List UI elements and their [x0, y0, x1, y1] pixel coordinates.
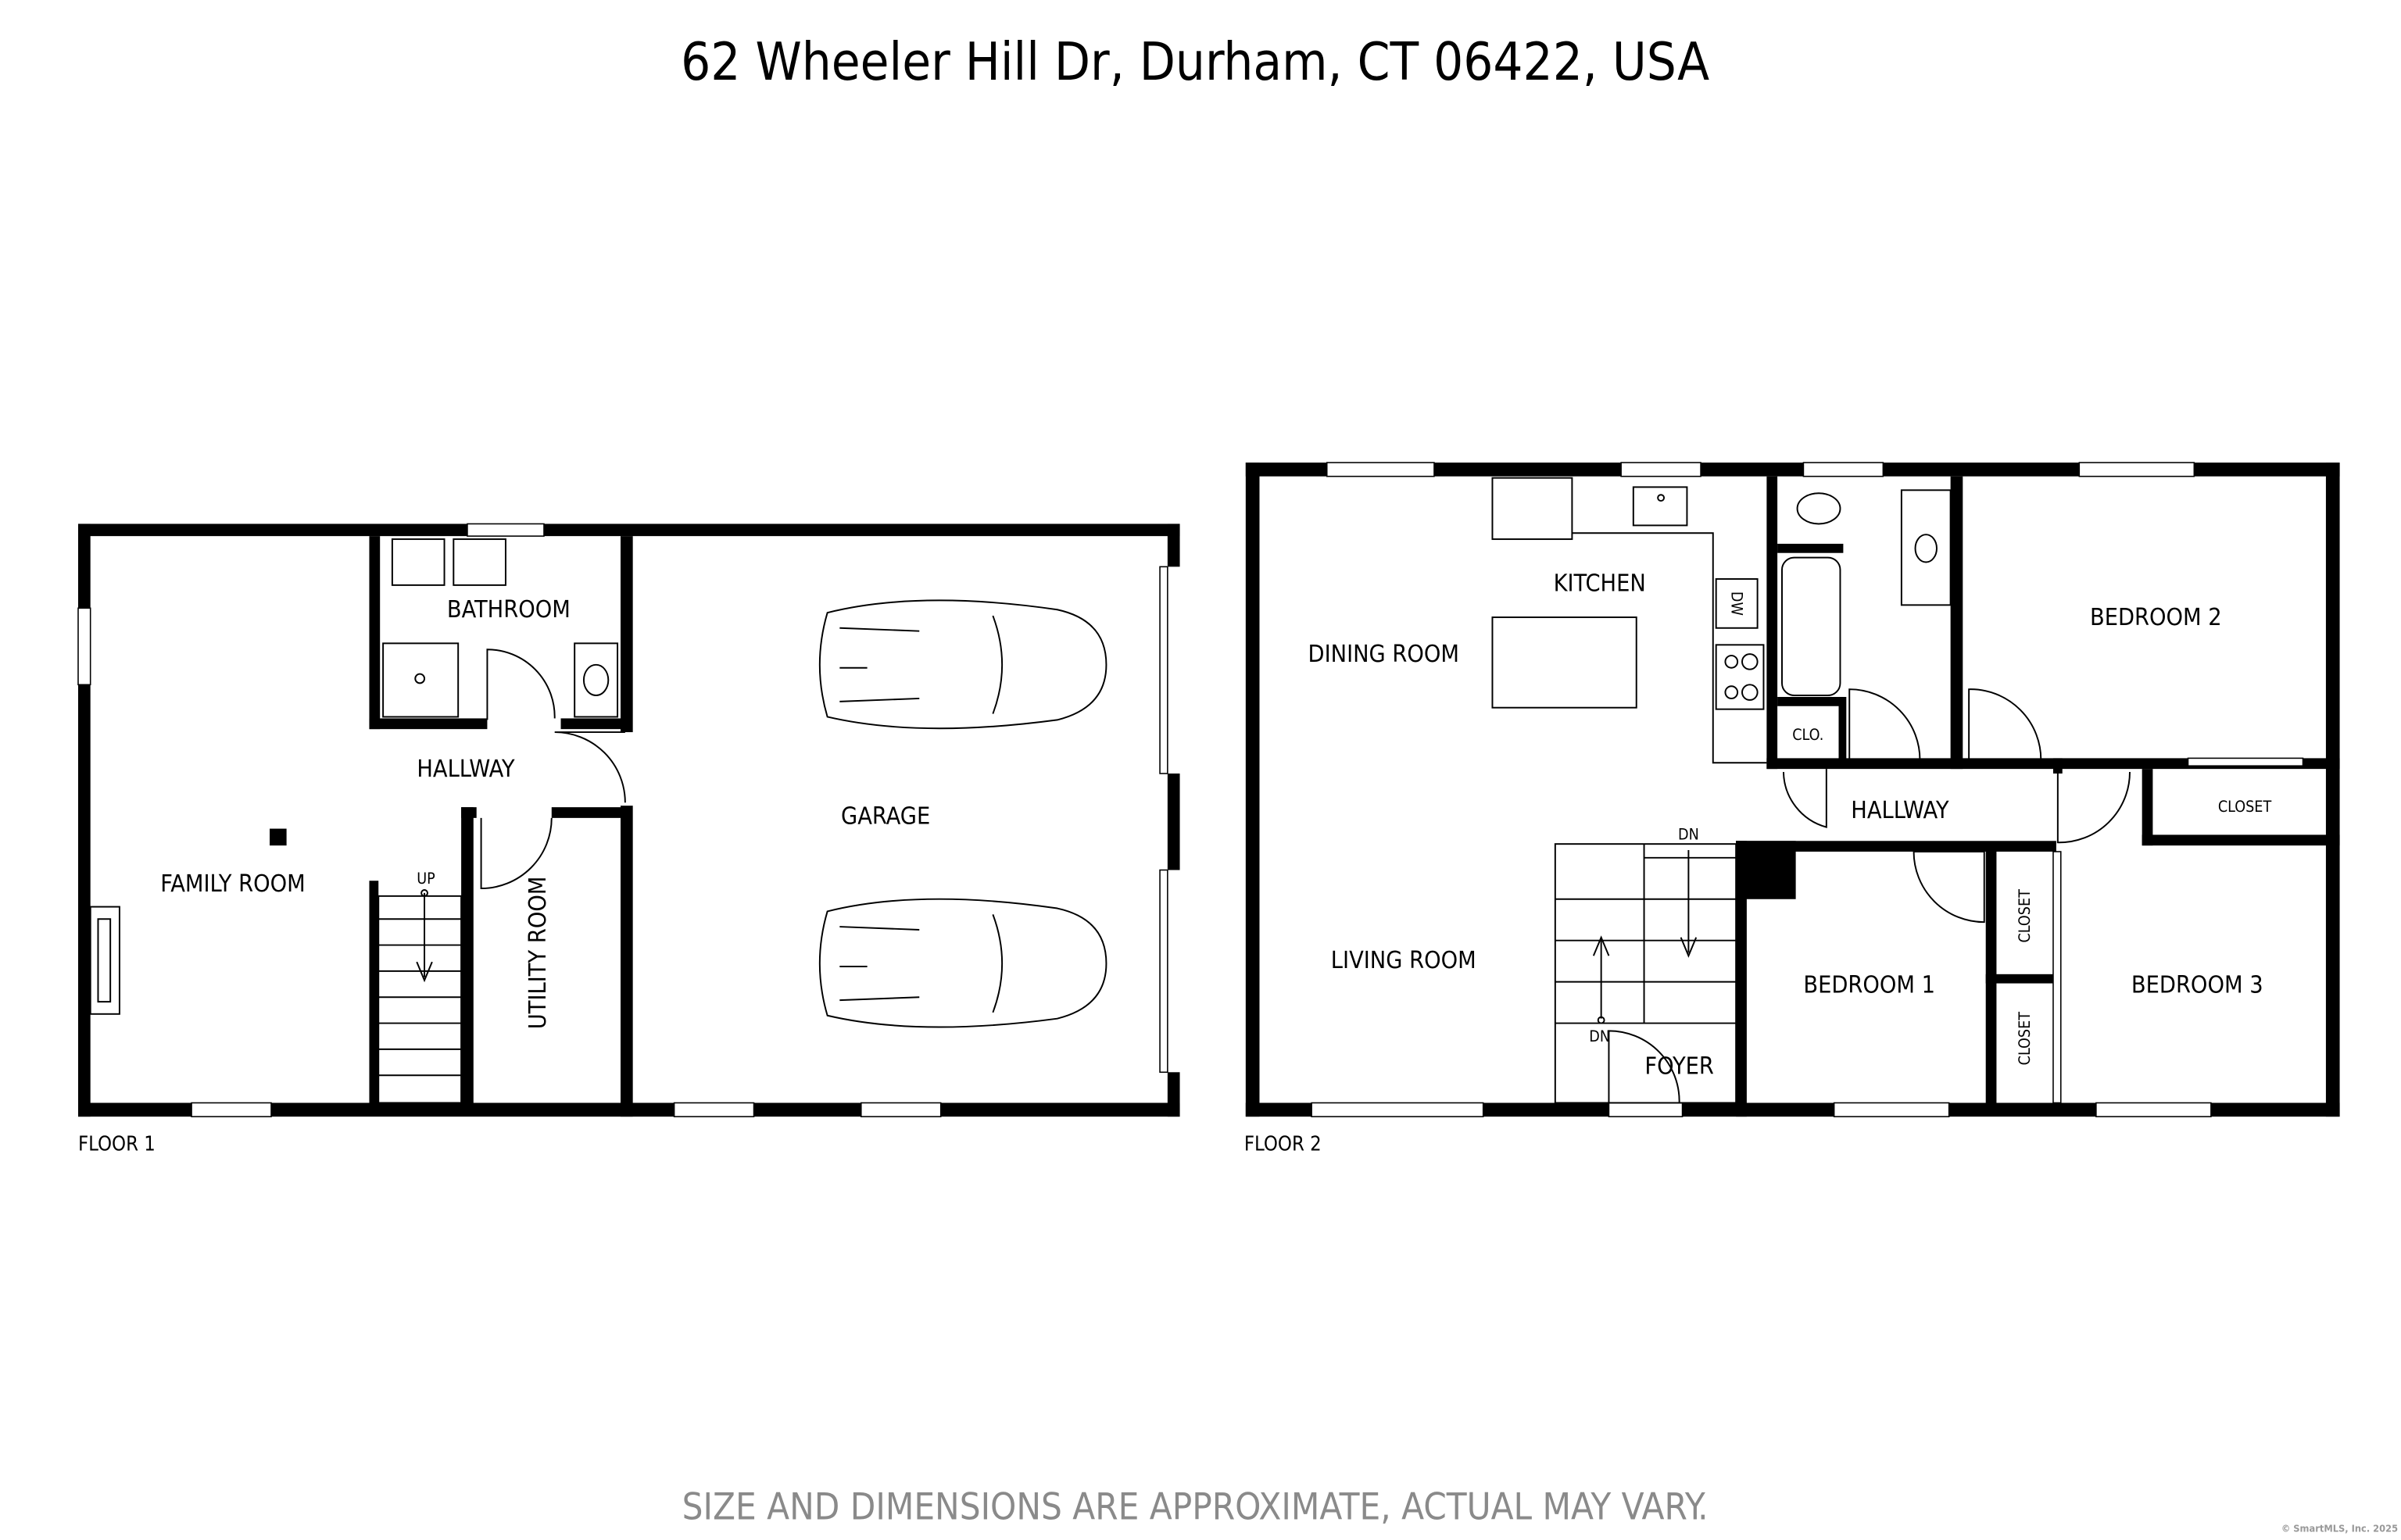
room-label-dining-room: DINING ROOM [1308, 641, 1459, 668]
room-label-garage: GARAGE [841, 803, 930, 831]
disclaimer: SIZE AND DIMENSIONS ARE APPROXIMATE, ACT… [682, 1486, 1709, 1529]
room-label-kitchen: KITCHEN [1554, 570, 1646, 598]
room-label-foyer: FOYER [1644, 1052, 1714, 1080]
car-icon [818, 599, 1107, 730]
stair-label-top: DN [1678, 825, 1699, 843]
room-label-bathroom: BATHROOM [447, 596, 571, 624]
room-label-closet-a: CLOSET [2218, 798, 2272, 816]
room-label-living-room: LIVING ROOM [1331, 947, 1476, 974]
room-label-utility-room: UTILITY ROOM [524, 877, 552, 1030]
room-label-family-room: FAMILY ROOM [160, 870, 305, 898]
copyright: © SmartMLS, Inc. 2025 [2281, 1523, 2398, 1535]
column-icon [270, 828, 287, 846]
room-label-bedroom-2: BEDROOM 2 [2090, 604, 2222, 631]
dishwasher-label: DW [1728, 591, 1746, 616]
floor-1: UP BATHROOM HALLWAY FAMILY ROOM UTILITY … [77, 523, 1180, 1156]
room-label-bedroom-3: BEDROOM 3 [2131, 971, 2263, 999]
car-icon [818, 898, 1107, 1028]
stair-label-bottom: DN [1589, 1027, 1610, 1045]
floor-1-label: FLOOR 1 [78, 1132, 156, 1156]
room-label-bedroom-1: BEDROOM 1 [1803, 971, 1935, 999]
page-title: 62 Wheeler Hill Dr, Durham, CT 06422, US… [681, 31, 1709, 92]
floor-2: DW DN DN KITCHEN DINING ROOM LIV [1244, 462, 2340, 1156]
room-label-hallway: HALLWAY [417, 756, 515, 783]
room-label-hallway-2: HALLWAY [1851, 797, 1949, 824]
room-label-clo: CLO. [1792, 726, 1823, 744]
floor-2-label: FLOOR 2 [1244, 1132, 1322, 1156]
room-label-closet-b: CLOSET [2016, 889, 2034, 943]
room-label-closet-c: CLOSET [2016, 1012, 2034, 1066]
stairs-up: UP [378, 870, 463, 1104]
stairs-down: DN DN [1554, 825, 1737, 1104]
kitchen-island [1491, 616, 1637, 709]
stair-label: UP [417, 870, 435, 888]
